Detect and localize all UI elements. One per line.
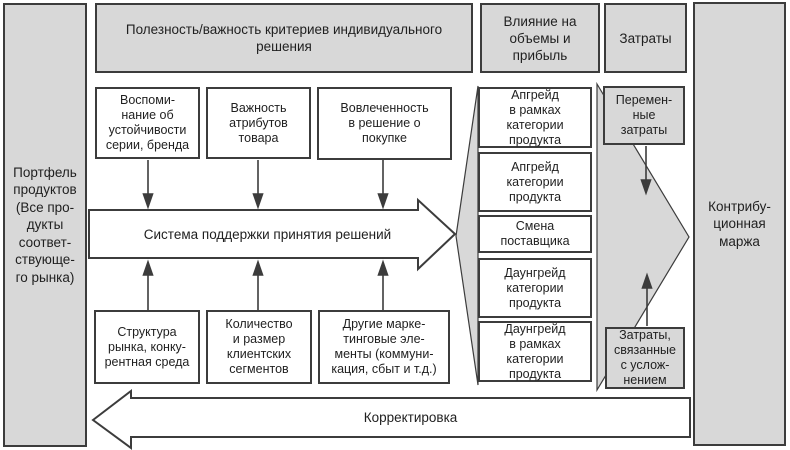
header-influence-label: Влияние на объемы и прибыль	[503, 13, 577, 63]
outcome-upgrade-within-category-box: Апгрейд в рамках категории продукта	[478, 87, 592, 148]
factor-attribute-importance-box: Важность атрибутов товара	[206, 87, 311, 159]
arrow-down-icon	[142, 193, 154, 210]
factor-brand-recall-box: Воспоми- нание об устойчивости серии, бр…	[95, 87, 200, 159]
outcome-downgrade-within-category-box: Даунгрейд в рамках категории продукта	[478, 321, 592, 382]
contribution-margin-label: Контрибу- ционная маржа	[708, 198, 771, 249]
factor-market-structure-label: Структура рынка, конку- рентная среда	[104, 324, 190, 369]
variable-costs-box: Перемен- ные затраты	[603, 86, 685, 145]
header-influence-volume-profit: Влияние на объемы и прибыль	[480, 3, 600, 73]
complexity-costs-box: Затраты, связанные с услож- нением	[605, 327, 685, 389]
outcome-supplier-change-label: Смена поставщика	[500, 219, 570, 248]
arrow-up-icon	[142, 259, 154, 276]
factor-purchase-involvement-label: Вовлеченность в решение о покупке	[340, 101, 429, 145]
arrow-up-icon	[252, 259, 264, 276]
feedback-arrow-shape	[91, 388, 691, 450]
contribution-margin-panel: Контрибу- ционная маржа	[693, 2, 786, 446]
factor-brand-recall-label: Воспоми- нание об устойчивости серии, бр…	[105, 93, 190, 152]
outcome-category-downgrade-label: Даунгрейд категории продукта	[504, 265, 566, 310]
product-portfolio-panel: Портфель продуктов (Все про- дукты соотв…	[3, 3, 87, 447]
complexity-costs-label: Затраты, связанные с услож- нением	[614, 328, 676, 387]
decision-system-arrow	[88, 197, 457, 272]
outcome-category-upgrade-label: Апгрейд категории продукта	[506, 159, 564, 204]
factor-attribute-importance-label: Важность атрибутов товара	[229, 100, 288, 145]
convergence-funnel-shape	[596, 81, 690, 393]
feedback-label: Корректировка	[363, 410, 458, 425]
outcome-downgrade-within-category-label: Даунгрейд в рамках категории продукта	[504, 321, 566, 381]
arrow-down-icon	[252, 193, 264, 210]
factor-customer-segments-box: Количество и размер клиентских сегментов	[206, 310, 312, 384]
arrow-up-icon	[377, 259, 389, 276]
decision-system-label: Система поддержки принятия решений	[143, 226, 392, 242]
decision-system-arrow-label-area: Система поддержки принятия решений	[95, 210, 440, 258]
arrow-down-icon	[640, 179, 652, 196]
factor-market-structure-box: Структура рынка, конку- рентная среда	[94, 310, 200, 384]
factor-marketing-elements-label: Другие марке- тинговые эле- менты (комму…	[331, 317, 437, 376]
factor-customer-segments-label: Количество и размер клиентских сегментов	[225, 317, 293, 376]
feedback-arrow-label-area: Корректировка	[131, 398, 690, 437]
header-utility-criteria-label: Полезность/важность критериев индивидуал…	[125, 22, 443, 54]
header-costs: Затраты	[604, 3, 687, 73]
header-costs-label: Затраты	[619, 30, 672, 46]
product-portfolio-label: Портфель продуктов (Все про- дукты соотв…	[13, 164, 77, 285]
outcome-category-upgrade-box: Апгрейд категории продукта	[478, 152, 592, 212]
header-utility-criteria: Полезность/важность критериев индивидуал…	[95, 3, 473, 73]
outcome-upgrade-within-category-label: Апгрейд в рамках категории продукта	[506, 87, 564, 147]
factor-purchase-involvement-box: Вовлеченность в решение о покупке	[317, 87, 452, 160]
factor-marketing-elements-box: Другие марке- тинговые эле- менты (комму…	[318, 310, 450, 384]
variable-costs-label: Перемен- ные затраты	[615, 93, 673, 137]
outcome-supplier-change-box: Смена поставщика	[478, 215, 592, 253]
outcome-category-downgrade-box: Даунгрейд категории продукта	[478, 258, 592, 318]
distribution-fan-shape	[455, 85, 479, 386]
arrow-up-icon	[641, 272, 653, 289]
arrow-down-icon	[377, 193, 389, 210]
